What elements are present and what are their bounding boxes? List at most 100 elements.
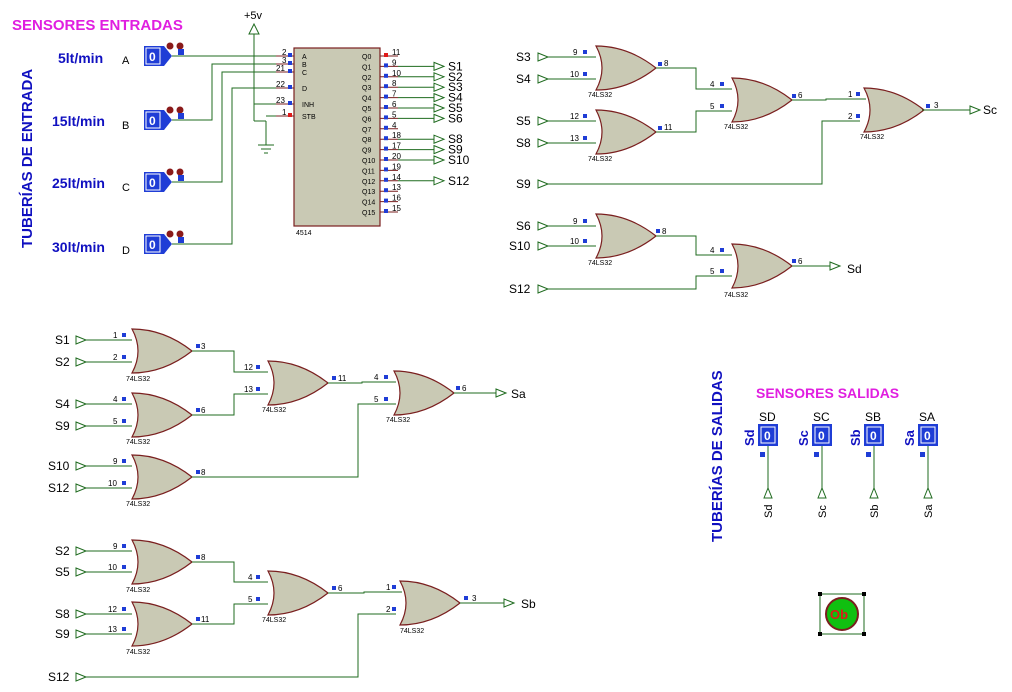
pin-number: 5 [248,595,253,604]
pin-number: 2 [386,605,391,614]
sc-output-label: Sc [983,103,997,117]
decoder-output-label: S4 [448,91,463,105]
pin-number: 9 [113,457,118,466]
gate-part-label: 74LS32 [386,417,410,424]
sa-input-s4: S4 [55,397,132,411]
sd-input-s10: S10 [509,239,596,253]
circuit-sb: S2 S5 S8 S9 S12 74LS32 74LS32 74LS32 74L… [48,539,536,684]
gate-part-label: 74LS32 [860,134,884,141]
pin-number: 6 [201,406,206,415]
signal-label: S5 [516,114,531,128]
pin-number: 10 [108,479,117,488]
pin-number: 4 [248,573,253,582]
decoder-pin-name: Q15 [362,210,375,217]
input-letter-label: B [122,120,129,132]
circuit-sc: S3 S4 S5 S8 S9 74LS32 74LS32 74LS32 74LS… [516,45,997,191]
sa-input-s12: S12 [48,481,132,495]
decoder-output-label: S12 [448,174,470,188]
pin-number: 10 [570,237,579,246]
pin-number: 12 [108,605,117,614]
indicator-lamp[interactable]: Ob [818,592,866,636]
output-sensor-name: SD [759,410,776,424]
or-gate: 74LS32 [860,87,925,141]
pin-number: 3 [201,342,206,351]
output-probe-label: Sc [817,505,829,518]
pin-number: 12 [570,112,579,121]
pin-number: 3 [282,56,287,65]
output-sensor-value: 0 [870,429,877,443]
decoder-output-label: S2 [448,70,463,84]
or-gate: 74LS32 [588,109,657,163]
input-value: 0 [149,238,156,252]
pin-number: 11 [664,123,673,132]
pin-number: 6 [798,91,803,100]
or-gate: 74LS32 [724,77,793,131]
signal-label: S2 [55,355,70,369]
circuit-sa: S1 S2 S4 S9 S10 S12 74LS32 74LS32 74LS32… [48,328,526,508]
sc-input-s9: S9 [516,120,860,191]
pin-number: 9 [113,542,118,551]
input-letter-label: A [122,55,130,67]
decoder-pin-name: STB [302,114,316,121]
or-gate: 74LS32 [126,328,193,383]
outputs-vertical-title: TUBERÍAS DE SALIDAS [709,370,726,542]
output-sensor-value: 0 [818,429,825,443]
or-gate: 74LS32 [399,580,461,635]
gate-part-label: 74LS32 [588,156,612,163]
sd-input-s6: S6 [516,219,596,233]
input-rate-label: 15lt/min [52,113,105,129]
signal-label: S12 [48,481,70,495]
input-switch-c[interactable]: 25lt/min C 0 [52,71,292,194]
input-switch-b[interactable]: 15lt/min B 0 [52,63,292,132]
or-gate: 74LS32 [386,370,455,424]
sc-input-s5: S5 [516,114,596,128]
decoder-output-label: S8 [448,132,463,146]
signal-label: S9 [516,177,531,191]
pin-number: 13 [244,385,253,394]
pin-number: 2 [282,48,287,57]
pin-number: 4 [392,121,397,130]
or-gate: 74LS32 [126,539,193,594]
signal-label: S3 [516,50,531,64]
output-sensor-side-label: Sc [796,430,811,446]
input-switch-a[interactable]: 5lt/min A 0 [58,42,292,68]
input-rate-label: 30lt/min [52,239,105,255]
decoder-pin-name: A [302,54,307,61]
or-gate: 74LS32 [588,213,657,267]
sa-input-s9: S9 [55,419,132,433]
decoder-pin-name: Q13 [362,189,375,196]
output-probe-label: Sb [869,505,881,518]
input-switch-d[interactable]: 30lt/min D 0 [52,87,292,257]
sb-output-label: Sb [521,597,536,611]
decoder-pin-name: Q10 [362,158,375,165]
pin-number: 22 [276,80,285,89]
gate-part-label: 74LS32 [588,260,612,267]
inputs-header: SENSORES ENTRADAS [12,17,183,34]
pin-number: 13 [570,134,579,143]
output-sensor-name: SC [813,410,830,424]
signal-label: S8 [516,136,531,150]
pin-number: 8 [662,227,667,236]
sd-output-label: Sd [847,262,862,276]
pin-number: 9 [573,217,578,226]
gate-part-label: 74LS32 [400,628,424,635]
pin-number: 21 [276,64,285,73]
pin-number: 8 [664,59,669,68]
decoder-part-label: 4514 [296,230,312,237]
gate-part-label: 74LS32 [588,92,612,99]
decoder-pin-name: Q4 [362,96,371,103]
or-gate: 74LS32 [126,454,193,508]
sa-input-s2: S2 [55,355,132,369]
input-value: 0 [149,50,156,64]
decoder-pin-name: Q3 [362,85,371,92]
output-probe-label: Sd [763,505,775,518]
output-sensor-side-label: Sb [848,429,863,446]
pin-number: 3 [934,101,939,110]
